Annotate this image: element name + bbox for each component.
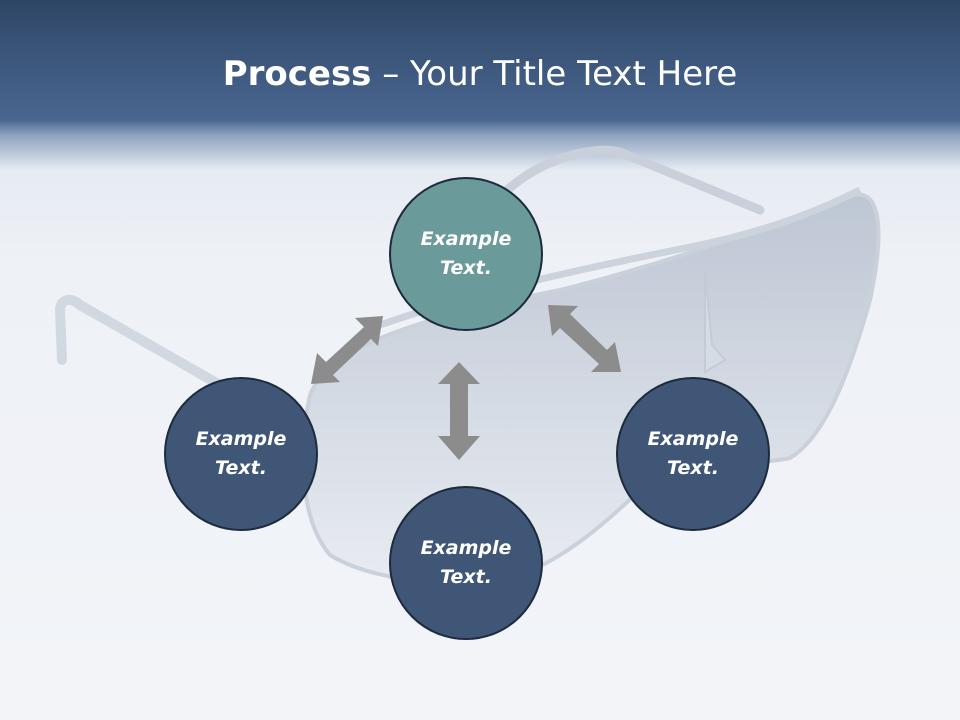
left-diagonal-double-arrow-icon bbox=[311, 316, 383, 384]
sunglasses-bridge bbox=[704, 269, 727, 374]
slide-title-rest: – Your Title Text Here bbox=[371, 54, 738, 94]
process-node-right-label: Example Text. bbox=[647, 428, 739, 479]
right-diagonal-double-arrow-icon bbox=[548, 305, 621, 372]
process-node-top: Example Text. bbox=[389, 177, 543, 331]
sunglasses-far-arm bbox=[500, 145, 765, 215]
slide-title-bold: Process bbox=[222, 54, 372, 94]
vertical-double-arrow-icon bbox=[438, 362, 480, 460]
process-node-top-label: Example Text. bbox=[420, 228, 512, 279]
process-node-bottom-label: Example Text. bbox=[420, 537, 512, 588]
process-node-left: Example Text. bbox=[164, 377, 318, 531]
process-node-bottom: Example Text. bbox=[389, 486, 543, 640]
process-node-left-label: Example Text. bbox=[195, 428, 287, 479]
process-node-right: Example Text. bbox=[616, 377, 770, 531]
sunglasses-near-arm bbox=[54, 295, 225, 390]
sunglasses-lens bbox=[301, 192, 881, 585]
arrows-group bbox=[311, 305, 621, 460]
slide-title: Process – Your Title Text Here bbox=[0, 52, 960, 96]
